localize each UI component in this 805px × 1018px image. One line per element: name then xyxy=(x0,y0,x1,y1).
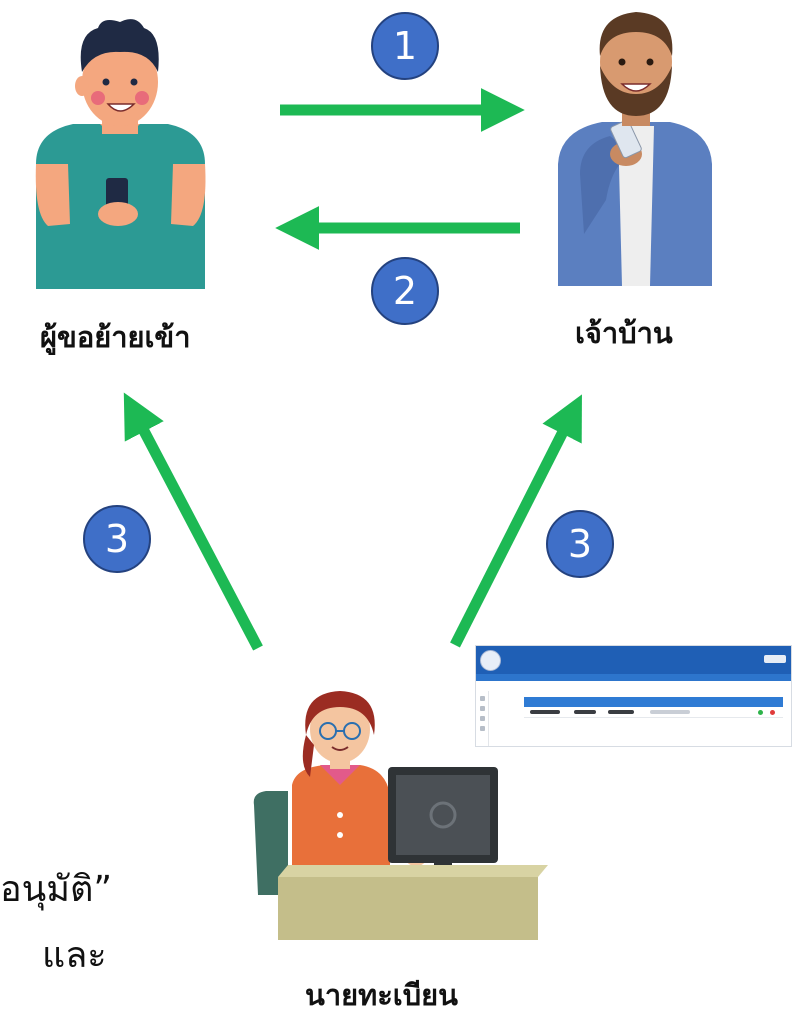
approve-icon xyxy=(758,709,763,715)
step-badge-1: 1 xyxy=(371,12,439,80)
document-icon xyxy=(479,716,485,721)
step-badge-3-right: 3 xyxy=(546,510,614,578)
registration-system-screenshot xyxy=(475,645,792,747)
requester-label: ผู้ขอย้ายเข้า xyxy=(40,320,191,354)
registrar-illustration xyxy=(253,691,548,940)
arrow-step-3-to-house-owner xyxy=(450,394,582,648)
system-header xyxy=(476,646,791,674)
system-breadcrumb xyxy=(476,681,791,692)
step-badge-3-left: 3 xyxy=(83,505,151,573)
approval-text-fragment: อนุมัติ” xyxy=(0,869,112,910)
home-icon xyxy=(479,696,485,701)
system-table-header xyxy=(524,697,783,707)
system-table-row xyxy=(524,707,783,718)
government-seal-icon xyxy=(480,650,501,671)
search-icon xyxy=(479,706,485,711)
system-sidebar xyxy=(476,691,489,746)
system-request-panel xyxy=(524,694,783,740)
requester-illustration xyxy=(35,19,206,289)
conjunction-text-fragment: และ xyxy=(42,935,107,976)
step-badge-2: 2 xyxy=(371,257,439,325)
system-pagination xyxy=(524,718,783,722)
system-menu-bar xyxy=(476,674,791,681)
house-owner-label: เจ้าบ้าน xyxy=(575,316,673,350)
arrow-step-3-to-requester xyxy=(123,392,263,651)
registrar-label: นายทะเบียน xyxy=(305,978,458,1012)
house-owner-illustration xyxy=(558,12,712,286)
reject-icon xyxy=(770,709,775,715)
user-info-icon xyxy=(764,655,786,663)
settings-icon xyxy=(479,726,485,731)
